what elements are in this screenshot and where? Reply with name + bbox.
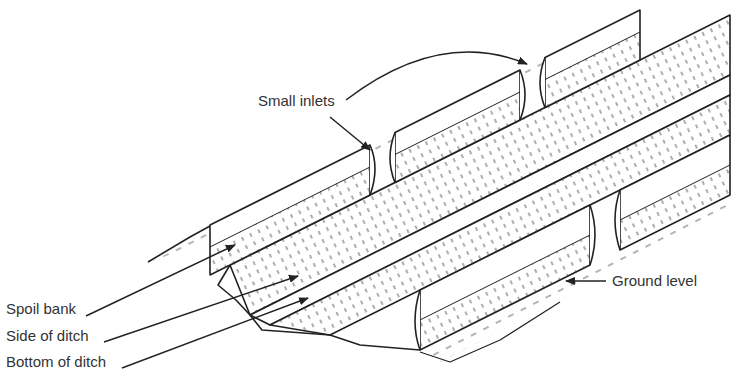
- ditch-drawing: [148, 10, 730, 362]
- part-label: Bottom of ditch: [4, 353, 108, 371]
- part-label: Ground level: [610, 272, 699, 290]
- part-label: Small inlets: [256, 92, 337, 110]
- leader-lines: [86, 52, 606, 368]
- part-label: Spoil bank: [4, 300, 78, 318]
- part-label: Side of ditch: [4, 327, 91, 345]
